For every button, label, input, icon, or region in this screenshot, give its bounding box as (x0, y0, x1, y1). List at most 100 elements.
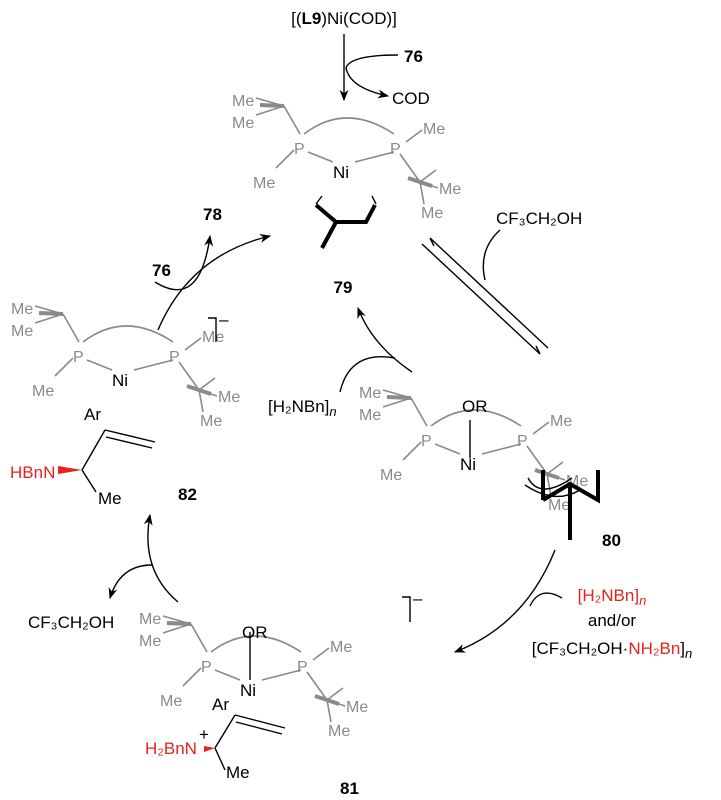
precursor-label: [(L9)Ni(COD)] (291, 9, 397, 28)
methyl-label: Me (380, 467, 402, 484)
wedge-bond (259, 103, 285, 108)
right-substituent-bonds (306, 647, 346, 723)
label-80: 80 (602, 531, 621, 550)
alkoxide-or: OR (462, 397, 488, 416)
allyl-80 (469, 420, 600, 540)
plus-charge-81: + (199, 725, 209, 744)
arrow-76-cod (345, 54, 399, 99)
wedge-bond (186, 384, 212, 396)
charge-82: – (219, 310, 229, 329)
nickel-atom: Ni (333, 163, 349, 182)
methyl-label: Me (421, 205, 443, 222)
arrow-81-to-82 (143, 513, 179, 603)
methyl-label: Me (439, 181, 461, 198)
tfe-entry-curve (482, 229, 501, 281)
label-82: 82 (178, 485, 197, 504)
ar-82: Ar (84, 405, 101, 424)
ligand-backbone-arc (82, 325, 174, 343)
vinyl-81 (204, 632, 286, 771)
right-substituent-bonds (178, 337, 218, 413)
phosphorus-left: P (201, 659, 212, 676)
methyl-label: Me (139, 633, 161, 650)
methyl-label: Me (32, 383, 54, 400)
wedge-bond (534, 468, 560, 480)
methyl-label: Me (253, 175, 275, 192)
wedge-bond (386, 395, 412, 400)
label-78: 78 (203, 205, 222, 224)
charge-81: – (413, 589, 423, 608)
hbnn-82: HBnN (10, 463, 55, 482)
equilibrium-arrow-forward (421, 243, 541, 355)
phosphorus-right: P (517, 433, 528, 450)
bracket-82 (208, 317, 217, 342)
ligand-backbone-arc (303, 117, 395, 135)
amine-entry-curve-2 (529, 592, 563, 607)
wedge-bond (166, 621, 192, 626)
left-substituent-bonds (34, 305, 80, 377)
reagent-amine-mid: [H₂NBn]n (268, 397, 337, 419)
left-substituent-bonds (255, 97, 301, 169)
phosphorus-left: P (73, 349, 84, 366)
arrow-82-to-79 (157, 233, 272, 331)
methyl-label: Me (11, 323, 33, 340)
bracket-81 (402, 596, 411, 622)
methyl-label: Me (423, 121, 445, 138)
phosphorus-right: P (297, 659, 308, 676)
left-substituent-bonds (162, 615, 208, 687)
label-79: 79 (334, 278, 353, 297)
and-or-text: and/or (588, 611, 637, 630)
methyl-label: Me (550, 413, 572, 430)
allyl-79 (314, 195, 377, 249)
methyl-label: Me (328, 723, 350, 740)
phosphorus-right: P (390, 141, 401, 158)
arrow-tfe-release (108, 564, 153, 600)
vinyl-82 (58, 429, 156, 493)
arrow-80-to-79 (357, 306, 413, 373)
methyl-label: Me (548, 497, 570, 514)
label-81: 81 (340, 779, 359, 798)
phosphorus-right: P (169, 349, 180, 366)
methyl-label: Me (232, 93, 254, 110)
nickel-atom: Ni (240, 681, 256, 700)
methyl-label: Me (330, 639, 352, 656)
reagent-tfe-top: CF₃CH₂OH (496, 209, 582, 228)
right-substituent-bonds (399, 129, 439, 205)
left-substituent-bonds (382, 389, 428, 461)
ligand-backbone-arc (210, 635, 302, 653)
h2bnn-81: H₂BnN (145, 739, 197, 758)
wedge-bond (38, 311, 64, 316)
arrow-80-to-81 (453, 549, 556, 653)
alkoxide-or: OR (242, 623, 268, 642)
byproduct-cod: COD (392, 89, 430, 108)
methyl-label: Me (139, 611, 161, 628)
nickel-atom: Ni (460, 455, 476, 474)
methyl-label: Me (232, 115, 254, 132)
reagent-tfe-left: CF₃CH₂OH (28, 613, 114, 632)
reagent-76: 76 (404, 47, 423, 66)
me-81: Me (226, 763, 250, 782)
reagent-tfe-amine-complex: [CF₃CH₂OH·NH₂Bn]n (532, 639, 693, 661)
methyl-label: Me (11, 301, 33, 318)
methyl-label: Me (202, 329, 224, 346)
wedge-bond (314, 694, 340, 706)
ligand-backbone-arc (430, 409, 522, 427)
me-82: Me (98, 489, 122, 508)
phosphorus-left: P (294, 141, 305, 158)
p-ni-bond (307, 151, 395, 163)
methyl-label: Me (359, 385, 381, 402)
p-ni-bond (214, 669, 302, 681)
amine-entry-curve (339, 356, 396, 393)
reagent-amine-red: [H₂NBn]n (578, 586, 647, 608)
nickel-atom: Ni (112, 371, 128, 390)
methyl-label: Me (200, 413, 222, 430)
methyl-label: Me (218, 389, 240, 406)
equilibrium-arrow-back (429, 237, 549, 349)
arrow-76-to-78 (154, 234, 214, 291)
p-ni-bond (434, 443, 522, 455)
phosphorus-left: P (421, 433, 432, 450)
